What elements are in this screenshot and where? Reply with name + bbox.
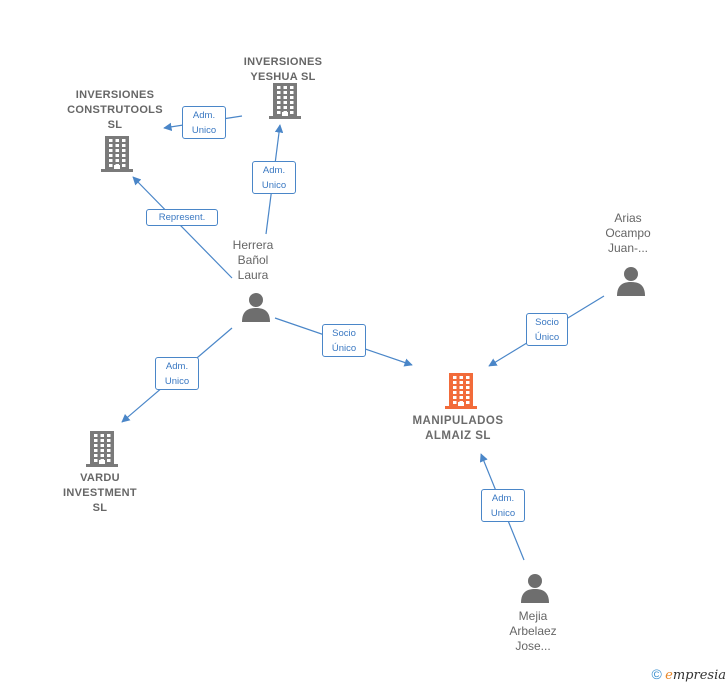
edge-herrera-to-construtools	[132, 176, 233, 279]
edge-label-text: Unico	[490, 508, 516, 519]
edge-label-text: Socio	[535, 317, 559, 328]
node-label-line: MANIPULADOS	[412, 415, 504, 427]
edge-label-text: Adm.	[262, 165, 286, 176]
node-label-line: CONSTRUTOOLS	[67, 104, 163, 116]
node-label-line: INVESTMENT	[63, 487, 137, 499]
edge-label-herrera-to-yeshua: Adm. Unico	[252, 161, 296, 194]
node-label-line: Ocampo	[605, 226, 651, 240]
node-label-line: ALMAIZ SL	[425, 430, 491, 442]
building-icon-yeshua[interactable]	[269, 83, 301, 124]
node-label-line: Arbelaez	[509, 624, 557, 638]
edge-label-herrera-to-construtools: Represent.	[146, 209, 218, 226]
edge-label-text: Único	[331, 343, 357, 354]
node-label-line: Arias	[614, 211, 642, 225]
building-icon-manipulados[interactable]	[445, 373, 477, 414]
copyright-icon: ©	[651, 666, 662, 682]
person-icon-mejia[interactable]	[520, 573, 550, 608]
node-label-construtools[interactable]: INVERSIONES CONSTRUTOOLS SL	[50, 88, 180, 133]
edge-label-text: Unico	[261, 180, 287, 191]
edge-label-text: Adm.	[192, 110, 216, 121]
node-label-line: INVERSIONES	[243, 56, 323, 68]
node-label-line: Laura	[237, 268, 269, 282]
node-label-line: Bañol	[237, 253, 269, 267]
node-label-line: Juan-...	[607, 241, 649, 255]
empresia-watermark: © empresia	[651, 666, 726, 683]
node-label-line: INVERSIONES	[75, 89, 155, 101]
node-label-manipulados[interactable]: MANIPULADOS ALMAIZ SL	[393, 414, 523, 444]
node-label-yeshua[interactable]: INVERSIONES YESHUA SL	[218, 55, 348, 85]
node-label-line: Herrera	[232, 238, 274, 252]
edge-label-text: Unico	[164, 376, 190, 387]
node-label-line: Mejia	[518, 609, 548, 623]
edge-label-text: Único	[534, 332, 560, 343]
building-icon-construtools[interactable]	[101, 136, 133, 177]
node-label-line: VARDU	[80, 472, 120, 484]
edge-label-herrera-to-vardu: Adm. Unico	[155, 357, 199, 390]
edge-label-text: Represent.	[158, 212, 206, 223]
edge-label-yeshua-to-construtools: Adm. Unico	[182, 106, 226, 139]
edge-label-text: Adm.	[165, 361, 189, 372]
node-label-vardu[interactable]: VARDU INVESTMENT SL	[35, 471, 165, 516]
node-label-line: SL	[107, 119, 123, 131]
node-label-line: SL	[92, 502, 108, 514]
person-icon-herrera[interactable]	[241, 292, 271, 327]
edge-label-text: Socio	[332, 328, 356, 339]
building-icon-vardu[interactable]	[86, 431, 118, 472]
empresia-logo: empresia	[665, 668, 726, 683]
node-label-line: Jose...	[515, 639, 551, 653]
edge-label-mejia-to-manipulados: Adm. Unico	[481, 489, 525, 522]
node-label-line: YESHUA SL	[250, 71, 316, 83]
edge-label-text: Unico	[191, 125, 217, 136]
person-icon-arias[interactable]	[616, 266, 646, 301]
edge-label-text: Adm.	[491, 493, 515, 504]
